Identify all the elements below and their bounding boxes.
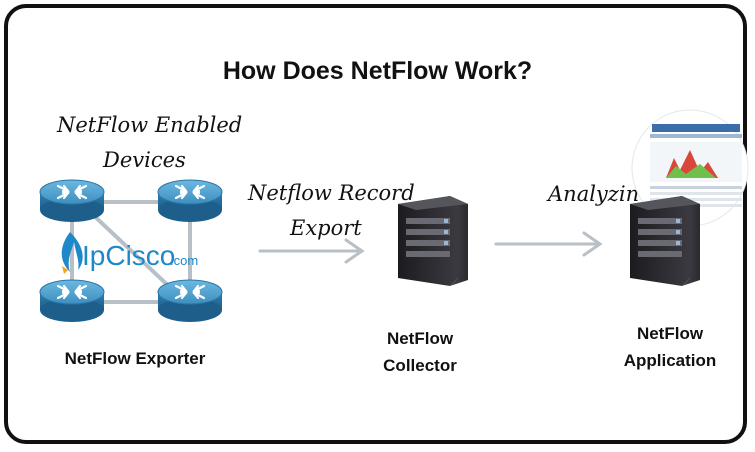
application-label: NetFlow Application: [595, 320, 745, 374]
router-bottom-left: [38, 278, 106, 324]
dashboard-thumbnail: [631, 109, 749, 227]
collector-label: NetFlow Collector: [350, 325, 490, 379]
annotation-record-export-line2: Export: [290, 216, 362, 240]
router-top-left: [38, 178, 106, 224]
analyzing-arrow: [494, 231, 603, 257]
router-bottom-right: [156, 278, 224, 324]
application-label-line2: Application: [623, 351, 717, 370]
diagram-frame: [4, 4, 747, 444]
router-top-right: [156, 178, 224, 224]
annotation-enabled-devices-line2: Devices: [103, 148, 186, 172]
diagram-title: How Does NetFlow Work?: [222, 57, 533, 85]
collector-label-line1: NetFlow: [386, 329, 454, 348]
application-server: [630, 196, 700, 286]
collector-label-line2: Collector: [383, 356, 457, 375]
export-arrow: [258, 238, 365, 264]
exporter-label: NetFlow Exporter: [64, 349, 206, 368]
logo-brand-text: IpCisco: [82, 240, 175, 271]
annotation-record-export-line1: Netflow Record: [248, 181, 415, 205]
flame-logo-icon: [61, 232, 83, 272]
logo-suffix-text: .com: [170, 253, 198, 268]
collector-server: [398, 196, 468, 286]
ipcisco-logo: IpCisco .com: [61, 232, 198, 274]
annotation-enabled-devices-line1: NetFlow Enabled: [57, 113, 243, 137]
application-label-line1: NetFlow: [636, 324, 704, 343]
